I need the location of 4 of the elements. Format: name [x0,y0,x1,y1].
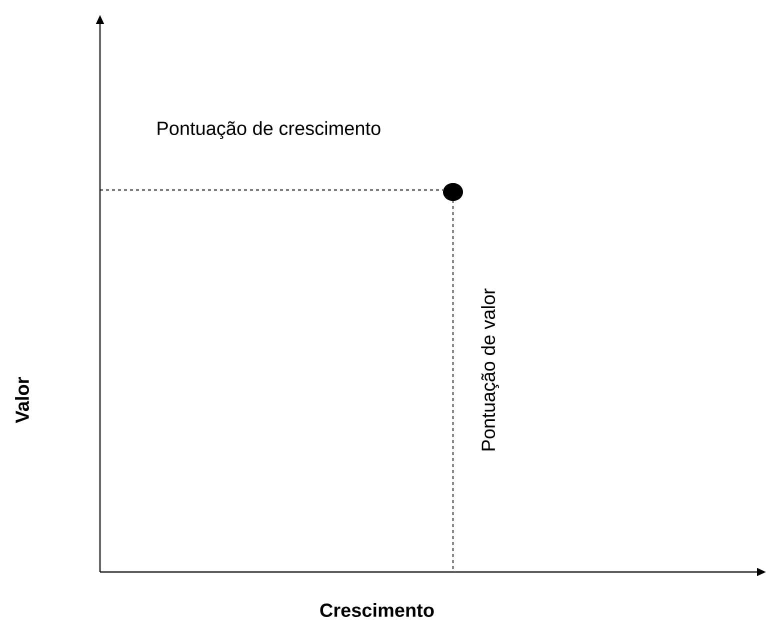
axis-label: Pontuação de crescimento [158,121,380,139]
axis-label: Pontuação de valor [481,288,499,450]
axis-title: Valor [15,377,29,424]
axis-title: Crescimento [320,603,434,617]
